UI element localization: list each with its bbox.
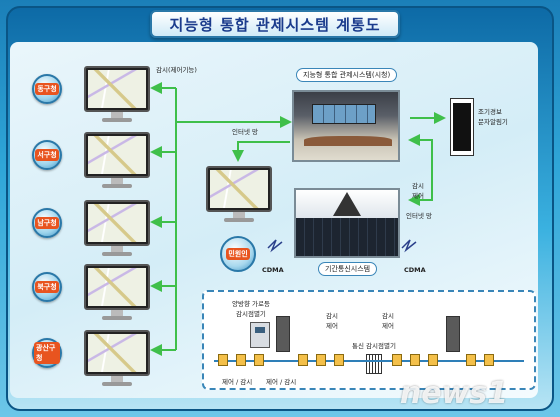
streetlamp bbox=[334, 354, 344, 366]
cdma-label-left: CDMA bbox=[262, 266, 284, 274]
bottom-mc-label-1: 감시 제어 bbox=[326, 312, 338, 330]
bottom-mc-label-2: 감시 제어 bbox=[382, 312, 394, 330]
district-monitor-gwangsan bbox=[84, 330, 150, 388]
cdma-label-right: CDMA bbox=[404, 266, 426, 274]
control-cabinet bbox=[250, 322, 270, 348]
control-room-photo bbox=[292, 90, 400, 162]
district-badge-seogu: 서구청 bbox=[32, 140, 62, 170]
comm-system-label: 기간통신시스템 bbox=[318, 262, 378, 276]
district-badge-namgu: 남구청 bbox=[32, 208, 62, 238]
monitoring-label: 감시(제어기능) bbox=[156, 66, 197, 74]
citizen-monitor bbox=[206, 166, 272, 224]
central-system-label: 지능형 통합 관제시스템(시청) bbox=[296, 68, 398, 82]
streetlamp bbox=[392, 354, 402, 366]
flasher-box bbox=[366, 354, 382, 374]
streetlamp bbox=[236, 354, 246, 366]
bottom-flasher-label: 통신 감시점멸기 bbox=[352, 342, 396, 350]
streetlamp bbox=[484, 354, 494, 366]
streetlamp bbox=[254, 354, 264, 366]
comm-pole-left bbox=[276, 316, 290, 352]
streetlamp bbox=[410, 354, 420, 366]
early-warning-label: 조기경보 문자알림기 bbox=[478, 108, 508, 126]
bottom-cl-label-2: 제어 / 감시 bbox=[266, 378, 297, 386]
internet-label-2: 인터넷 망 bbox=[406, 212, 432, 220]
streetlamp bbox=[428, 354, 438, 366]
district-monitor-bukgu bbox=[84, 264, 150, 322]
lamp-line bbox=[214, 360, 524, 362]
bottom-cl-label-1: 제어 / 감시 bbox=[222, 378, 253, 386]
monitor-control-label: 감시 제어 bbox=[412, 182, 424, 200]
bottom-cabinet-label: 양방향 가로등 감시점멸기 bbox=[232, 300, 270, 318]
streetlamp bbox=[316, 354, 326, 366]
streetlamp bbox=[218, 354, 228, 366]
district-monitor-namgu bbox=[84, 200, 150, 258]
title-box: 지능형 통합 관제시스템 계통도 bbox=[150, 10, 400, 38]
comm-pole-right bbox=[446, 316, 460, 352]
district-monitor-seogu bbox=[84, 132, 150, 190]
streetlamp bbox=[466, 354, 476, 366]
news1-watermark: news1 bbox=[399, 376, 508, 411]
page-title: 지능형 통합 관제시스템 계통도 bbox=[169, 15, 381, 34]
district-badge-donggu: 동구청 bbox=[32, 74, 62, 104]
internet-label-1: 인터넷 망 bbox=[232, 128, 258, 136]
early-warning-sign bbox=[450, 98, 474, 156]
citizen-badge: 민원인 bbox=[220, 236, 256, 272]
streetlamp bbox=[298, 354, 308, 366]
district-monitor-donggu bbox=[84, 66, 150, 124]
comm-system-photo bbox=[294, 188, 400, 258]
district-badge-bukgu: 북구청 bbox=[32, 272, 62, 302]
district-badge-gwangsan: 광산구청 bbox=[32, 338, 62, 368]
